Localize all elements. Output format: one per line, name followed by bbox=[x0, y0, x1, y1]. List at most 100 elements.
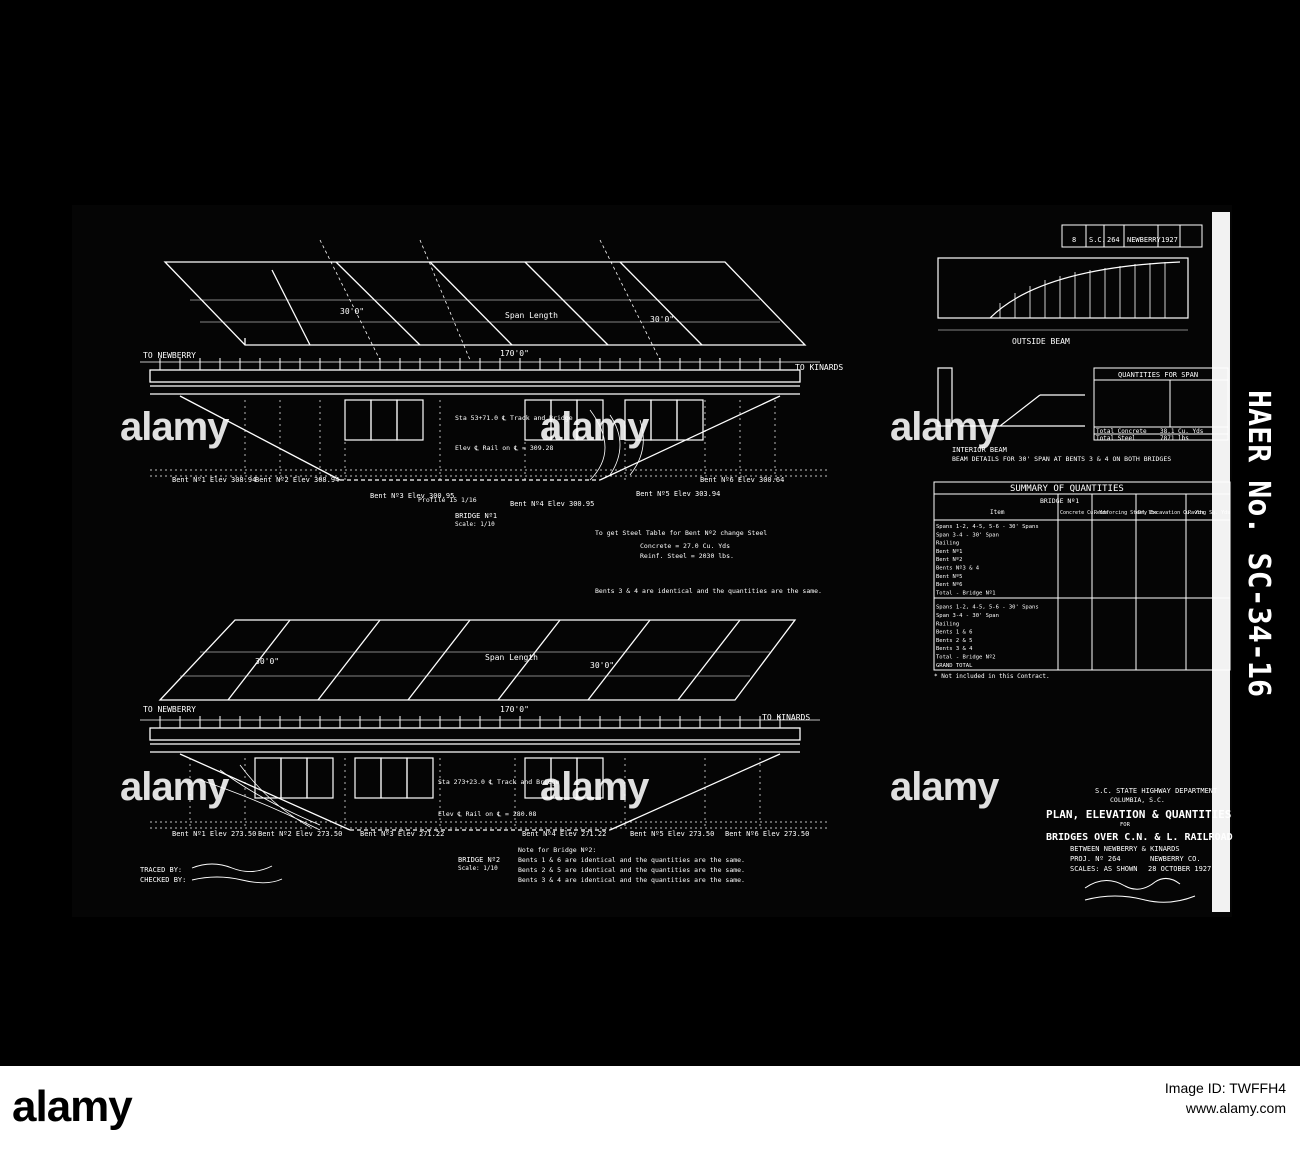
watermark-1: alamy bbox=[120, 405, 229, 449]
bridge1-name: BRIDGE Nº1 bbox=[455, 512, 497, 520]
bridge2-plan bbox=[158, 619, 797, 701]
stock-footer: alamy Image ID: TWFFH4 www.alamy.com bbox=[0, 1066, 1300, 1151]
bridge1-span-length: Span Length bbox=[505, 311, 558, 320]
summary-footnote: * Not included in this Contract. bbox=[934, 673, 1050, 680]
summary-col-paving: Paving Sq. Yds bbox=[1188, 510, 1230, 516]
title-main: PLAN, ELEVATION & QUANTITIES bbox=[1046, 808, 1231, 821]
header-cell-0: 8 bbox=[1072, 236, 1076, 244]
summary-col-concrete: Concrete Cu. Yds bbox=[1060, 510, 1108, 516]
summary-subtitle: BRIDGE Nº1 bbox=[1040, 497, 1079, 505]
signature-engineer bbox=[1084, 878, 1196, 903]
bridge1-to-newberry: TO NEWBERRY bbox=[143, 351, 196, 360]
summary-table bbox=[933, 481, 1231, 671]
interior-beam-caption: BEAM DETAILS FOR 30' SPAN AT BENTS 3 & 4… bbox=[952, 455, 1171, 463]
bridge1-length: 170'0" bbox=[500, 349, 529, 358]
title-subject: BRIDGES OVER C.N. & L. RAILROAD bbox=[1046, 832, 1233, 843]
bridge2-note-2: Bents 2 & 5 are identical and the quanti… bbox=[518, 866, 745, 874]
bridge1-span-dim-2: 30'0" bbox=[650, 315, 674, 324]
watermark-3: alamy bbox=[890, 405, 999, 449]
summary-cell: Total - Bridge Nº1 bbox=[936, 589, 996, 596]
header-block: 8 S.C. 264 NEWBERRY 1927 bbox=[1061, 224, 1203, 248]
title-between: BETWEEN NEWBERRY & KINARDS bbox=[1070, 845, 1180, 853]
bridge2-scale: Scale: 1/10 bbox=[458, 865, 498, 872]
summary-cell: Railing bbox=[936, 541, 959, 547]
bridge1-scale: Scale: 1/10 bbox=[455, 521, 495, 528]
summary-cell: Spans 1-2, 4-5, 5-6 - 30' Spans bbox=[936, 605, 1039, 611]
bridge2-name: BRIDGE Nº2 bbox=[458, 856, 500, 864]
title-date: 28 OCTOBER 1927 bbox=[1148, 865, 1211, 873]
stock-image-id: Image ID: TWFFH4 bbox=[1164, 1080, 1286, 1096]
bridge1-note-1: To get Steel Table for Bent Nº2 change S… bbox=[595, 529, 767, 537]
bridge2-bent-5: Bent Nº5 Elev 273.50 bbox=[630, 830, 714, 838]
title-for: FOR bbox=[1120, 822, 1131, 828]
header-cell-3: NEWBERRY bbox=[1127, 236, 1162, 244]
title-proj: PROJ. Nº 264 bbox=[1070, 855, 1121, 863]
bridge2-bent-1: Bent Nº1 Elev 273.50 bbox=[172, 830, 256, 838]
summary-cell: Bent Nº5 bbox=[936, 573, 963, 580]
header-cell-1: S.C. bbox=[1089, 236, 1106, 244]
bridge2-bent-3: Bent Nº3 Elev 271.22 bbox=[360, 830, 444, 838]
bridge2-note-0: Note for Bridge Nº2: bbox=[518, 846, 596, 854]
bridge1-note-3: Reinf. Steel = 2030 lbs. bbox=[640, 552, 734, 560]
summary-cell: Span 3-4 - 30' Span bbox=[936, 532, 999, 538]
interior-beam-drawing bbox=[937, 367, 1085, 427]
summary-cell: Bents 2 & 5 bbox=[936, 638, 972, 644]
outside-beam-label: OUTSIDE BEAM bbox=[1012, 337, 1070, 346]
bridge1-bent-1: Bent Nº1 Elev 308.94 bbox=[172, 476, 256, 484]
checked-by: CHECKED BY: bbox=[140, 876, 186, 884]
summary-col-item: Item bbox=[990, 509, 1005, 516]
bridge2-elev-rail: Elev ℄ Rail on ℄ = 280.08 bbox=[438, 810, 536, 818]
title-block: S.C. STATE HIGHWAY DEPARTMENT COLUMBIA, … bbox=[1046, 787, 1233, 903]
haer-number-text: HAER No. SC-34-16 bbox=[1241, 390, 1276, 698]
watermark-2: alamy bbox=[540, 405, 649, 449]
bridge2-to-kinards: TO KINARDS bbox=[762, 713, 810, 722]
bridge1-station-label: Sta 53+71.0 ℄ Track and Bridge bbox=[455, 414, 573, 422]
title-county: NEWBERRY CO. bbox=[1150, 855, 1201, 863]
bridge1-bent-5: Bent Nº5 Elev 303.94 bbox=[636, 490, 720, 498]
signature-traced bbox=[191, 863, 283, 884]
bridge1-bent-2: Bent Nº2 Elev 308.94 bbox=[255, 476, 339, 484]
bridge2-span-dim-2: 30'0" bbox=[590, 661, 614, 670]
summary-cell: Bent Nº6 bbox=[936, 581, 963, 588]
summary-title: SUMMARY OF QUANTITIES bbox=[1010, 484, 1124, 494]
bridge1-to-kinards: TO KINARDS bbox=[795, 363, 843, 372]
summary-col-excavation: Dry Excavation Cu. Yds bbox=[1138, 510, 1204, 516]
summary-cell: Spans 1-2, 4-5, 5-6 - 30' Spans bbox=[936, 524, 1039, 530]
header-cell-2: 264 bbox=[1107, 236, 1120, 244]
qs-row-0-value: 38.1 Cu. Yds bbox=[1160, 428, 1204, 435]
sheet-edge bbox=[1212, 212, 1230, 912]
quantities-span-title: QUANTITIES FOR SPAN bbox=[1118, 371, 1198, 379]
qs-row-0-label: Total Concrete bbox=[1096, 428, 1147, 435]
summary-cell: Bents Nº3 & 4 bbox=[936, 565, 980, 572]
bridge2-bent-6: Bent Nº6 Elev 273.50 bbox=[725, 830, 809, 838]
traced-by: TRACED BY: bbox=[140, 866, 182, 874]
summary-cell: GRAND TOTAL bbox=[936, 663, 973, 669]
interior-beam-label: INTERIOR BEAM bbox=[952, 446, 1007, 454]
summary-cell: Bents 3 & 4 bbox=[936, 646, 973, 652]
bridge1-bent-6: Bent Nº6 Elev 300.64 bbox=[700, 476, 784, 484]
bridge2-bent-2: Bent Nº2 Elev 273.50 bbox=[258, 830, 342, 838]
bridge1-note-2: Concrete = 27.0 Cu. Yds bbox=[640, 542, 730, 550]
bridge1-plan bbox=[163, 239, 807, 361]
summary-cell: Total - Bridge Nº2 bbox=[936, 654, 996, 661]
outside-beam-drawing bbox=[937, 257, 1189, 331]
bridge1-elev-rail: Elev ℄ Rail on ℄ = 309.28 bbox=[455, 444, 553, 452]
watermark-5: alamy bbox=[540, 765, 649, 809]
summary-cell: Bent Nº2 bbox=[936, 556, 963, 563]
watermark-4: alamy bbox=[120, 765, 229, 809]
bridge2-span-dim: 30'0" bbox=[255, 657, 279, 666]
summary-cell: Bent Nº1 bbox=[936, 548, 963, 555]
quantities-span-table bbox=[1093, 367, 1229, 441]
bridge2-span-length: Span Length bbox=[485, 653, 538, 662]
bridge2-note-1: Bents 1 & 6 are identical and the quanti… bbox=[518, 856, 745, 864]
bridge2-to-newberry: TO NEWBERRY bbox=[143, 705, 196, 714]
summary-cell: Bents 1 & 6 bbox=[936, 630, 972, 636]
summary-cell: Span 3-4 - 30' Span bbox=[936, 613, 999, 619]
bridge2-elevation bbox=[140, 716, 830, 831]
stock-meta: Image ID: TWFFH4 www.alamy.com bbox=[1165, 1078, 1286, 1118]
bridge2-length: 170'0" bbox=[500, 705, 529, 714]
bridge1-bent-3: Bent Nº3 Elev 300.95 bbox=[370, 492, 454, 500]
title-scale: SCALES: AS SHOWN bbox=[1070, 865, 1137, 873]
